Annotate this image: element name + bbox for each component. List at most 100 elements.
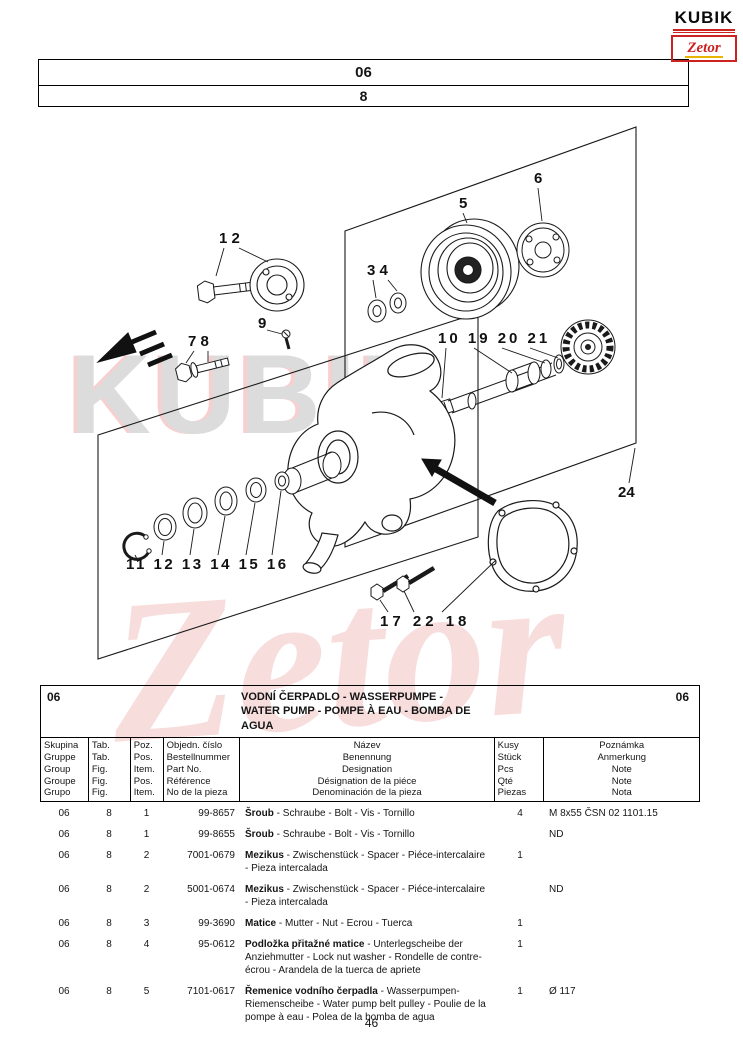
- callout-10-19-20-21: 10 19 20 21: [438, 330, 550, 347]
- col-label: Designation: [341, 763, 393, 775]
- cell-name: Podložka přitažné matice - Unterlegschei…: [240, 938, 495, 977]
- col-header-part-no: Objedn. číslo Bestellnummer Part No. Réf…: [164, 737, 241, 802]
- exploded-view-diagram: 1 2 3 4 5 6 7 8 9 10 19 20 21 11 12 13 1…: [40, 113, 700, 685]
- table-row: 06 8 2 7001-0679 Mezikus - Zwischenstück…: [40, 849, 700, 875]
- col-header-name: Název Benennung Designation Désignation …: [240, 737, 495, 802]
- cell-part-no: 99-8657: [198, 808, 235, 820]
- cell-note: [545, 917, 700, 930]
- col-label: No de la pieza: [166, 787, 228, 799]
- bolt-parts-7-8: [174, 357, 230, 383]
- col-label: Objedn. číslo: [166, 739, 223, 751]
- cell-part-no: 99-3690: [198, 918, 235, 930]
- cell-qty: [495, 828, 545, 841]
- group-number: 06: [39, 60, 688, 86]
- cell-name: Mezikus - Zwischenstück - Spacer - Piéce…: [240, 883, 495, 909]
- cell-fig: 8: [106, 808, 112, 820]
- callout-7-8: 7 8: [188, 333, 209, 350]
- col-label: Référence: [166, 775, 211, 787]
- cell-qty: 1: [517, 850, 523, 862]
- part-name-primary: Mezikus: [245, 850, 284, 862]
- col-label: Benennung: [342, 751, 392, 763]
- callout-3-4: 3 4: [367, 262, 389, 279]
- part-name-translations: - Schraube - Bolt - Vis - Tornillo: [273, 808, 415, 820]
- callout-9: 9: [258, 315, 266, 332]
- hub-part-2: [249, 258, 305, 312]
- washers-parts-3-4: [367, 292, 407, 323]
- part-name-translations: - Schraube - Bolt - Vis - Tornillo: [273, 829, 415, 841]
- cell-part-no: 7001-0679: [187, 850, 235, 862]
- col-label: Skupina: [44, 739, 79, 751]
- cell-note: M 8x55 ČSN 02 1101.15: [549, 808, 658, 820]
- cell-part-no: 95-0612: [198, 939, 235, 951]
- table-title-row: 06 VODNÍ ČERPADLO - WASSERPUMPE - WATER …: [40, 685, 700, 738]
- cell-part-no: 5001-0674: [187, 884, 235, 896]
- cell-fig: 8: [106, 939, 112, 951]
- col-label: Groupe: [44, 775, 76, 787]
- col-header-item: Poz. Pos. Item. Pos. Item.: [131, 737, 164, 802]
- col-label: Pos.: [133, 751, 153, 763]
- cell-fig: 8: [106, 829, 112, 841]
- table-row: 06 8 1 99-8657 Šroub - Schraube - Bolt -…: [40, 807, 700, 820]
- pump-housing: [287, 344, 456, 574]
- col-label: Note: [611, 775, 632, 787]
- table-row: 06 8 5 7101-0617 Řemenice vodního čerpad…: [40, 985, 700, 1024]
- cell-item: 4: [143, 939, 150, 951]
- kubik-logo-text: KUBIK: [674, 8, 734, 27]
- leader-lines: [134, 187, 636, 613]
- col-label: Denominación de la pieza: [312, 787, 422, 799]
- cell-item: 3: [143, 918, 150, 930]
- seal-parts-11-16: [122, 471, 290, 561]
- col-label: Stück: [497, 751, 522, 763]
- cell-qty: 4: [517, 808, 523, 820]
- cell-item: 5: [143, 986, 150, 998]
- col-label: Tab.: [91, 739, 110, 751]
- cell-note: ND: [549, 829, 564, 841]
- col-label: Nota: [611, 787, 632, 799]
- table-row: 06 8 1 99-8655 Šroub - Schraube - Bolt -…: [40, 828, 700, 841]
- table-group-left: 06: [47, 690, 61, 704]
- col-label: Item.: [133, 763, 155, 775]
- col-label: Pcs: [497, 763, 514, 775]
- cell-qty: 1: [517, 986, 523, 998]
- cell-item: 1: [143, 808, 150, 820]
- impeller-wheel: [560, 319, 616, 375]
- col-label: Pos.: [133, 775, 153, 787]
- diagram-frame-left: [97, 312, 479, 660]
- cell-fig: 8: [106, 918, 112, 930]
- cell-note: Ø 117: [549, 986, 576, 998]
- cell-group: 06: [58, 808, 70, 820]
- cell-name: Řemenice vodního čerpadla - Wasserpumpen…: [240, 985, 495, 1024]
- screw-part-9: [281, 329, 291, 350]
- part-name-translations: - Zwischenstück - Spacer - Piéce-interca…: [245, 884, 486, 909]
- col-label: Poz.: [133, 739, 153, 751]
- cell-qty: [495, 883, 545, 909]
- col-label: Piezas: [497, 787, 527, 799]
- part-name-primary: Mezikus: [245, 884, 284, 896]
- cell-group: 06: [58, 918, 70, 930]
- cell-group: 06: [58, 939, 70, 951]
- cell-part-no: 99-8655: [198, 829, 235, 841]
- pulley-part-5: [420, 218, 520, 320]
- cell-item: 1: [143, 829, 150, 841]
- bolt-parts-17-22: [370, 566, 436, 601]
- cell-qty: 1: [517, 918, 523, 930]
- cell-fig: 8: [106, 986, 112, 998]
- callout-17-22-18: 17 22 18: [380, 613, 470, 630]
- table-title: VODNÍ ČERPADLO - WASSERPUMPE - WATER PUM…: [241, 691, 471, 732]
- page-number: 46: [364, 1016, 379, 1030]
- cell-name: Šroub - Schraube - Bolt - Vis - Tornillo: [240, 828, 495, 841]
- col-label: Fig.: [91, 775, 108, 787]
- col-label: Fig.: [91, 787, 108, 799]
- col-header-group: Skupina Gruppe Group Groupe Grupo: [41, 737, 89, 802]
- part-name-translations: - Zwischenstück - Spacer - Piéce-interca…: [245, 850, 486, 875]
- col-header-fig: Tab. Tab. Fig. Fig. Fig.: [89, 737, 131, 802]
- part-name-primary: Šroub: [245, 808, 274, 820]
- cell-fig: 8: [106, 884, 112, 896]
- part-name-primary: Matice: [245, 918, 277, 930]
- cell-note: [545, 849, 700, 875]
- col-label: Désignation de la piéce: [317, 775, 417, 787]
- table-row: 06 8 2 5001-0674 Mezikus - Zwischenstück…: [40, 883, 700, 909]
- kubik-logo: KUBIK Zetor: [671, 8, 737, 62]
- assembly-arrow: [421, 458, 497, 507]
- col-label: Anmerkung: [597, 751, 647, 763]
